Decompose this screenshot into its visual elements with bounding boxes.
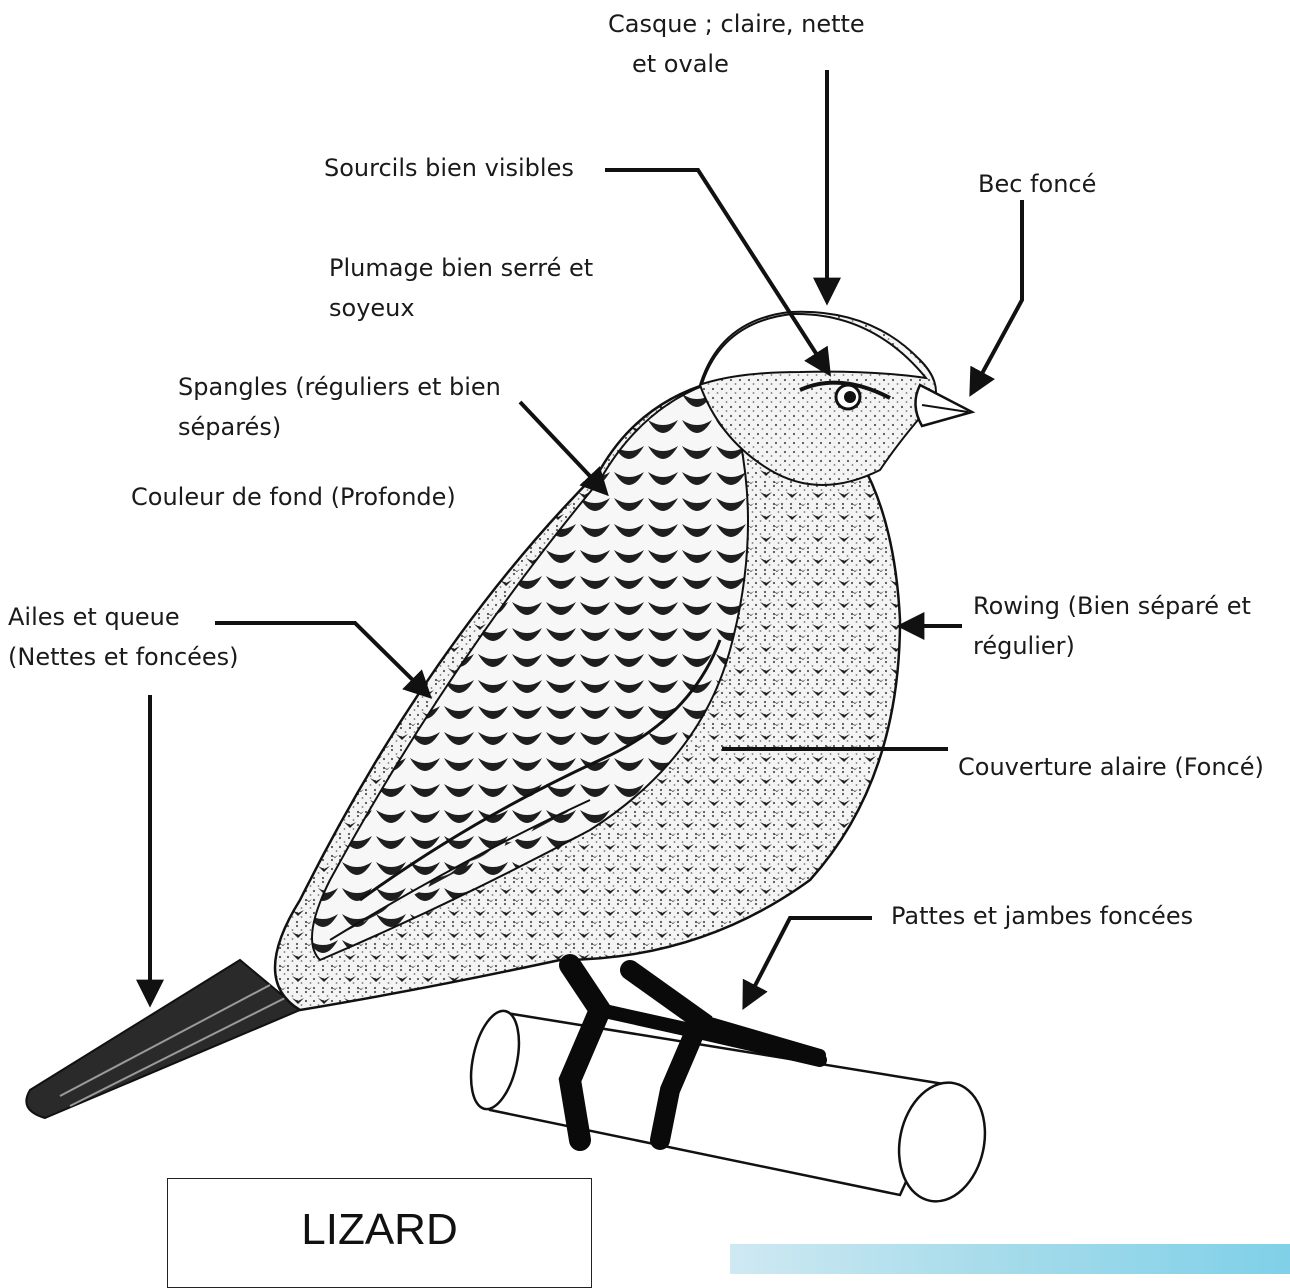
- label-couverture: Couverture alaire (Foncé): [958, 747, 1264, 787]
- bird-tail: [26, 960, 300, 1118]
- label-spangles: Spangles (réguliers et bien séparés): [178, 367, 501, 447]
- label-plumage: Plumage bien serré et soyeux: [329, 248, 593, 328]
- label-ailes-queue: Ailes et queue (Nettes et foncées): [8, 597, 239, 677]
- bec-arrow: [972, 200, 1022, 392]
- pattes-arrow: [745, 918, 872, 1005]
- label-pattes: Pattes et jambes foncées: [891, 896, 1193, 936]
- label-casque: Casque ; claire, nette et ovale: [608, 4, 865, 84]
- ailes-arrow: [215, 623, 428, 695]
- spangles-arrow: [520, 402, 605, 492]
- label-couleur-fond: Couleur de fond (Profonde): [131, 477, 456, 517]
- label-sourcils: Sourcils bien visibles: [324, 148, 574, 188]
- label-rowing: Rowing (Bien séparé et régulier): [973, 586, 1251, 666]
- diagram-title: LIZARD: [168, 1205, 591, 1255]
- label-bec: Bec foncé: [978, 164, 1096, 204]
- title-box: LIZARD: [167, 1178, 592, 1288]
- corner-color-patch: [730, 1244, 1290, 1274]
